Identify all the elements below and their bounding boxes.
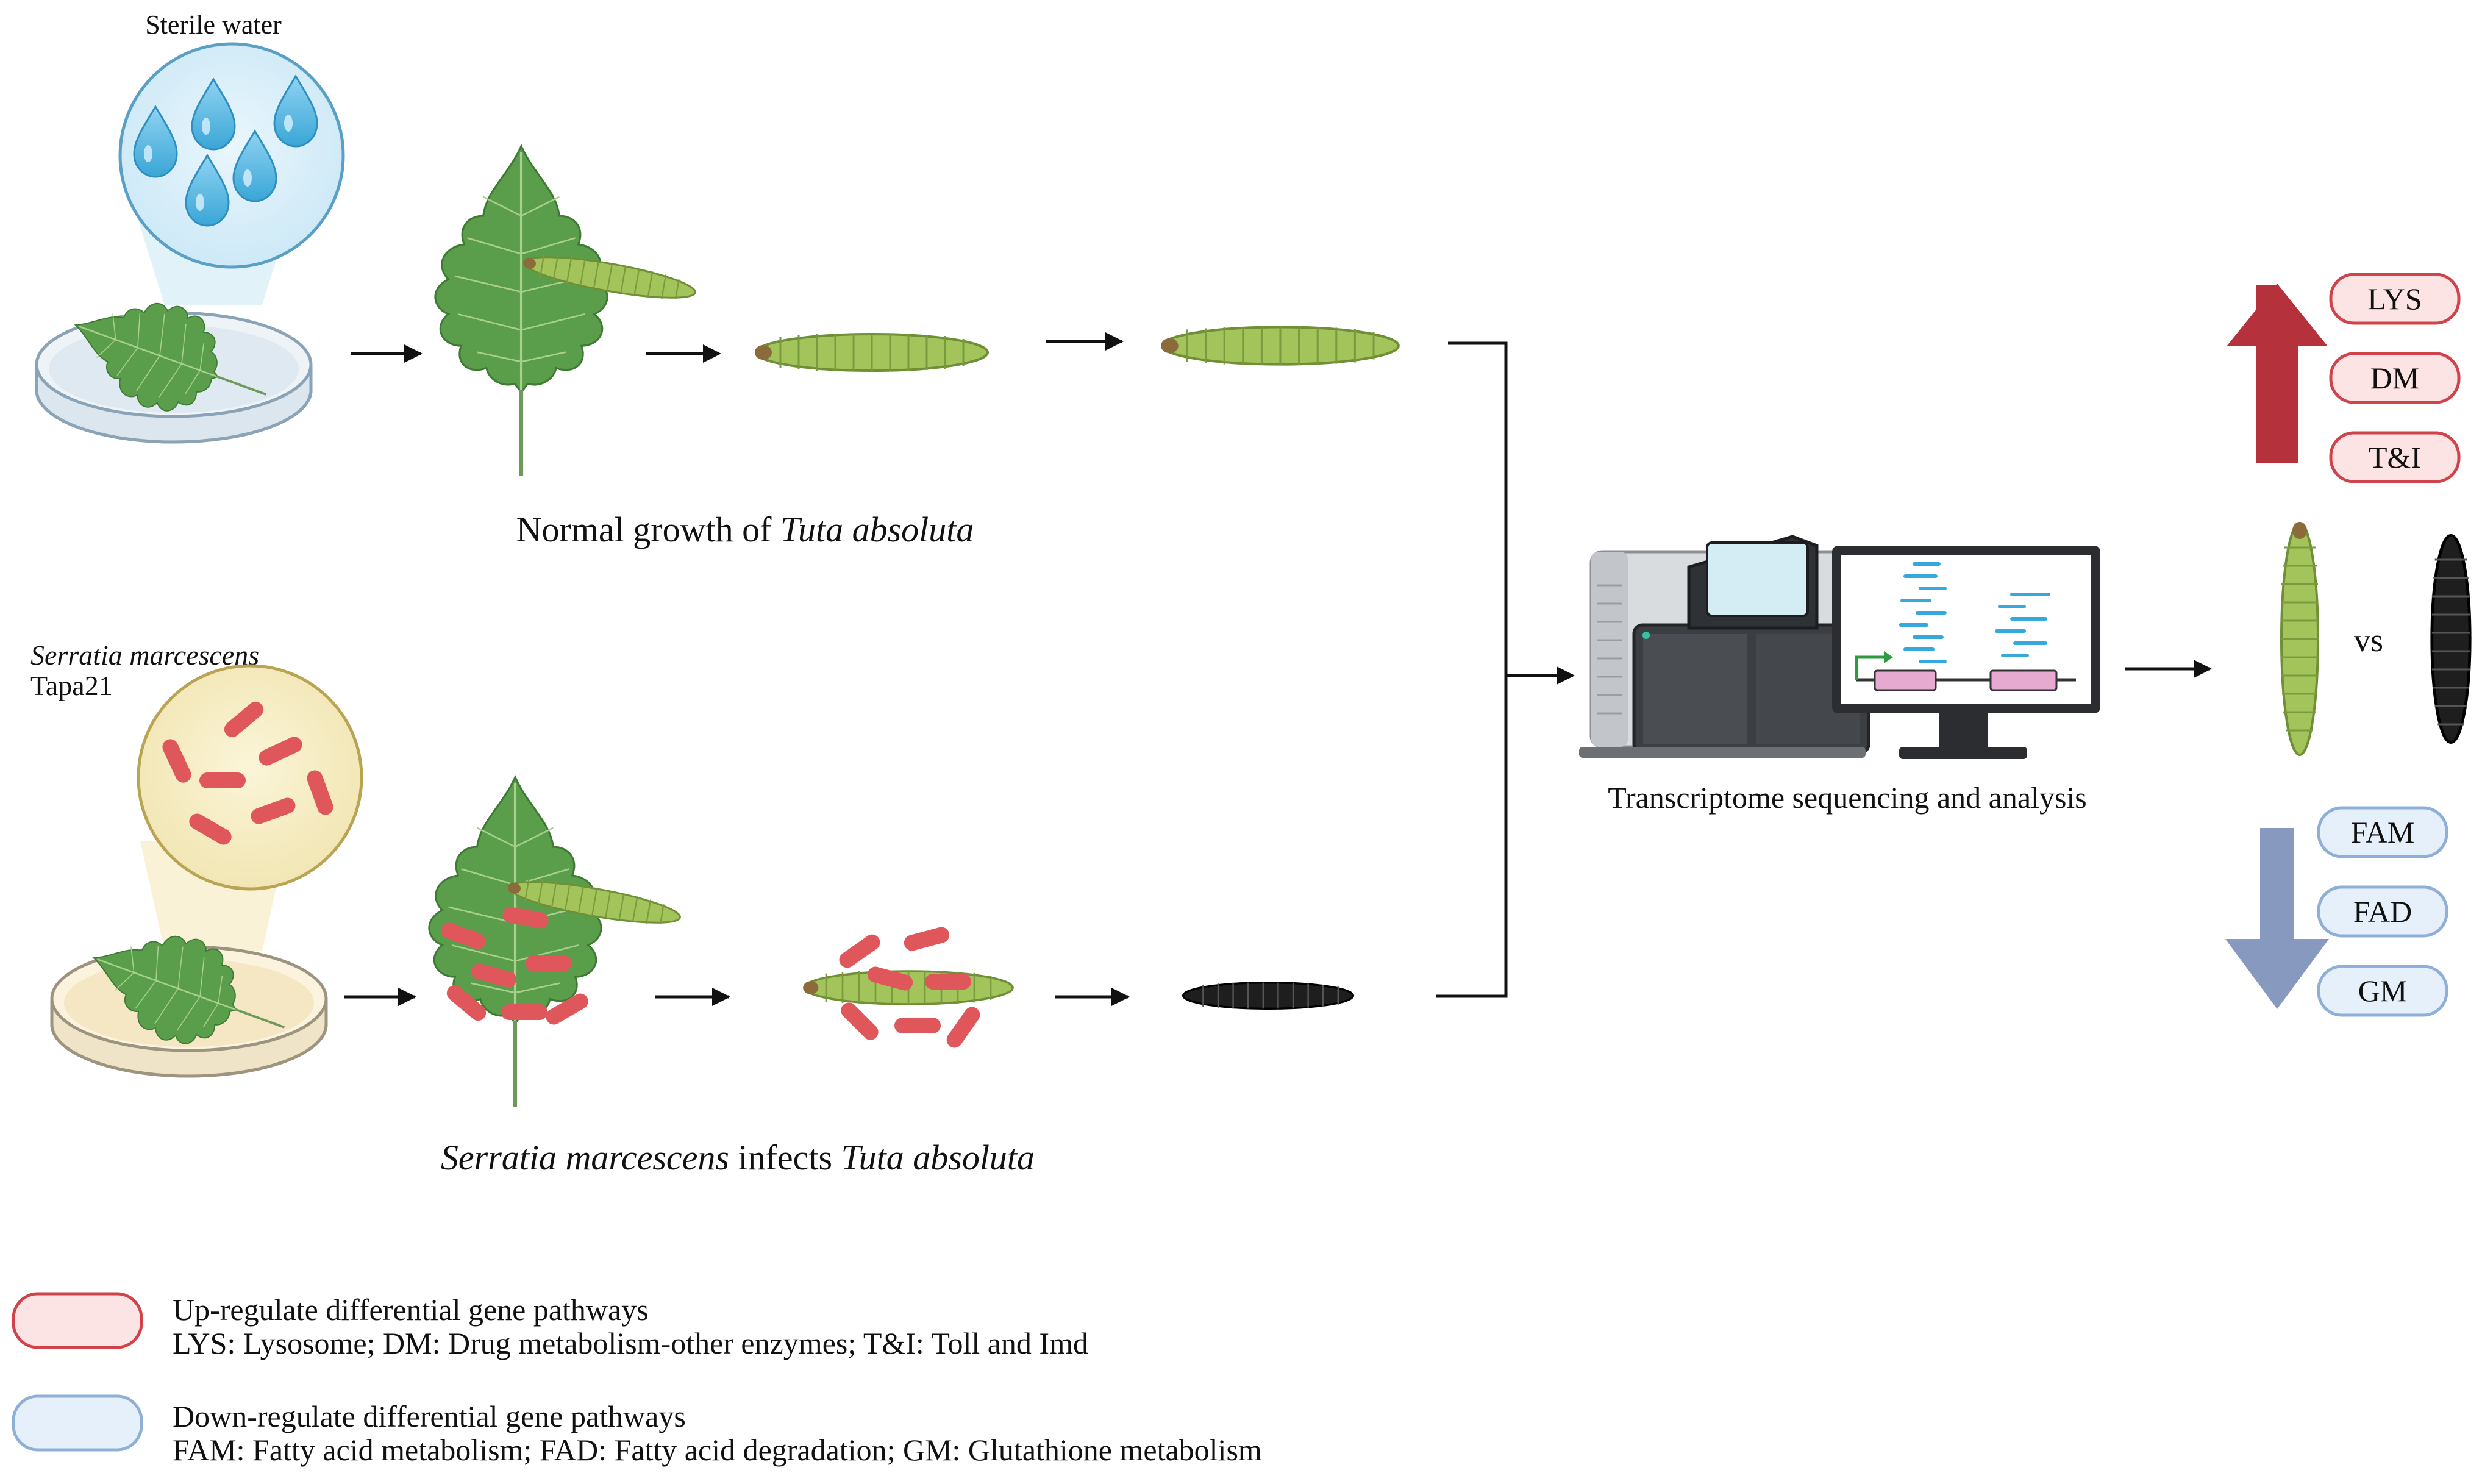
sterile-water-label: Sterile water bbox=[145, 10, 282, 40]
larva-icon bbox=[1161, 327, 1399, 364]
bacteria-icon bbox=[137, 664, 363, 951]
down-pathway-pill: FAD bbox=[2317, 885, 2448, 938]
legend-down-title: Down-regulate differential gene pathways bbox=[173, 1399, 686, 1433]
down-arrow-icon bbox=[2225, 828, 2329, 1009]
transcriptome-caption: Transcriptome sequencing and analysis bbox=[1608, 780, 2087, 815]
petri-dish-icon bbox=[50, 907, 328, 1079]
tomato-leaf-icon bbox=[429, 777, 601, 1107]
legend-down-swatch bbox=[12, 1394, 143, 1452]
up-pathway-pill: T&I bbox=[2329, 431, 2461, 483]
vs-label: vs bbox=[2354, 622, 2383, 658]
down-pathway-label: GM bbox=[2358, 974, 2408, 1008]
larva-icon bbox=[754, 333, 989, 372]
up-pathway-label: T&I bbox=[2369, 440, 2421, 474]
legend-up-swatch bbox=[12, 1292, 143, 1349]
down-pathway-label: FAD bbox=[2353, 894, 2412, 929]
sequencer-icon bbox=[1579, 535, 1870, 758]
up-pathway-pill: DM bbox=[2329, 352, 2461, 404]
petri-dish-icon bbox=[35, 274, 313, 446]
legend-up-desc: LYS: Lysosome; DM: Drug metabolism-other… bbox=[173, 1326, 1088, 1360]
larva-icon bbox=[2280, 521, 2319, 756]
up-pathway-pill: LYS bbox=[2329, 273, 2461, 325]
larva-icon bbox=[1182, 982, 1355, 1010]
down-pathway-pill: GM bbox=[2317, 965, 2448, 1017]
computer-monitor-icon bbox=[1832, 546, 2100, 759]
water-drop-icon bbox=[118, 42, 345, 305]
down-pathway-label: FAM bbox=[2351, 815, 2415, 849]
legend-up-title: Up-regulate differential gene pathways bbox=[173, 1293, 649, 1327]
down-pathway-list: FAM FAD GM bbox=[2317, 806, 2448, 1017]
normal-growth-caption: Normal growth of Tuta absoluta bbox=[516, 510, 974, 549]
larva-icon bbox=[2432, 535, 2470, 743]
up-arrow-icon bbox=[2227, 284, 2328, 463]
infection-caption: Serratia marcescens infects Tuta absolut… bbox=[441, 1138, 1035, 1177]
tapa21-label: Tapa21 bbox=[30, 670, 113, 701]
up-pathway-label: DM bbox=[2370, 361, 2420, 395]
legend-down-desc: FAM: Fatty acid metabolism; FAD: Fatty a… bbox=[173, 1433, 1262, 1467]
down-pathway-pill: FAM bbox=[2317, 806, 2448, 858]
tomato-leaf-icon bbox=[435, 146, 607, 476]
up-pathway-list: LYS DM T&I bbox=[2329, 273, 2461, 483]
up-pathway-label: LYS bbox=[2367, 282, 2422, 316]
connector bbox=[1436, 341, 1575, 998]
serratia-label: Serratia marcescens bbox=[30, 640, 259, 671]
